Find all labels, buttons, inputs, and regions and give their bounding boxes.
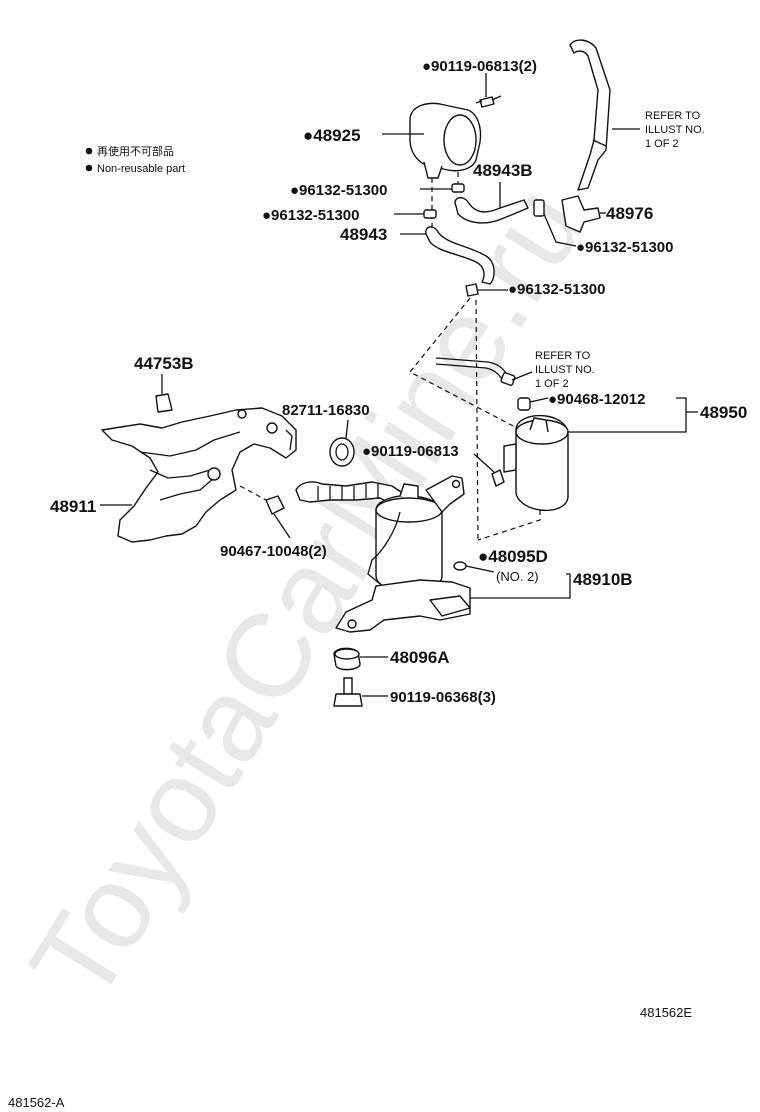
legend-bullet-en (85, 164, 93, 172)
clamp-b (423, 209, 437, 219)
refer-lower-line1: REFER TO (535, 350, 591, 362)
label-bolt-top: ●90119-06813(2) (422, 58, 537, 75)
nut-90467 (239, 485, 291, 539)
legend-english: Non-reusable part (97, 163, 185, 175)
legend-bullet-jp (85, 147, 93, 155)
refer-note-lower: REFER TO ILLUST NO. 1 OF 2 (435, 350, 595, 390)
refer-lower-line2: ILLUST NO. (535, 364, 595, 376)
label-comp-48910b: 48910B (573, 570, 633, 589)
upper-hose (569, 39, 611, 191)
figure-code: 481562E (640, 1005, 692, 1020)
label-insulator-48096a: 48096A (390, 648, 450, 667)
sensor-48925 (409, 102, 482, 179)
filter-48950-assy (477, 397, 569, 541)
legend-japanese: 再使用不可部品 (97, 144, 174, 158)
label-hose-48943b: 48943B (473, 161, 533, 180)
insulator-48096a (333, 647, 361, 671)
label-no2: (NO. 2) (496, 569, 539, 584)
label-bracket-44753b: 44753B (134, 354, 194, 373)
label-hose-48943: 48943 (340, 225, 387, 244)
label-bolt-mid: ●90119-06813 (362, 443, 459, 460)
bottom-code: 481562-A (8, 1095, 65, 1110)
label-clamp-82711: 82711-16830 (282, 402, 370, 419)
compressor-48910b (295, 475, 471, 633)
refer-upper-line2: ILLUST NO. (645, 124, 705, 136)
label-bracket-48911: 48911 (50, 497, 96, 516)
label-connector-48976: 48976 (606, 204, 653, 223)
label-sensor-48925: ●48925 (303, 126, 361, 145)
label-clamp-b: ●96132-51300 (262, 207, 359, 224)
clamp-a (451, 183, 465, 193)
label-clamp-a: ●96132-51300 (290, 182, 387, 199)
bolt-bottom (333, 677, 363, 707)
hose-48943b (454, 196, 529, 224)
legend: 再使用不可部品 Non-reusable part (85, 144, 185, 175)
hose-48943 (425, 226, 495, 285)
refer-upper-line3: 1 OF 2 (645, 138, 679, 150)
connector-48976 (533, 195, 601, 233)
bolt-top (475, 73, 502, 108)
label-assy-48950: 48950 (700, 403, 747, 422)
label-nut-90467: 90467-10048(2) (220, 543, 327, 560)
bolt-mid (473, 453, 505, 487)
label-bolt-bottom: 90119-06368(3) (390, 689, 496, 706)
bracket-44753b (155, 374, 173, 413)
bracket-48911 (101, 407, 297, 543)
clamp-d (465, 283, 479, 297)
clamp-82711 (329, 419, 355, 467)
refer-lower-line3: 1 OF 2 (535, 378, 569, 390)
refer-note-upper: REFER TO ILLUST NO. 1 OF 2 (612, 110, 705, 150)
label-clamp-d: ●96132-51300 (508, 281, 605, 298)
label-filter-90468: ●90468-12012 (548, 391, 645, 408)
ring-48095d (453, 561, 467, 571)
refer-upper-line1: REFER TO (645, 110, 701, 122)
label-ring-48095d: ●48095D (478, 547, 548, 566)
label-clamp-c: ●96132-51300 (576, 239, 673, 256)
